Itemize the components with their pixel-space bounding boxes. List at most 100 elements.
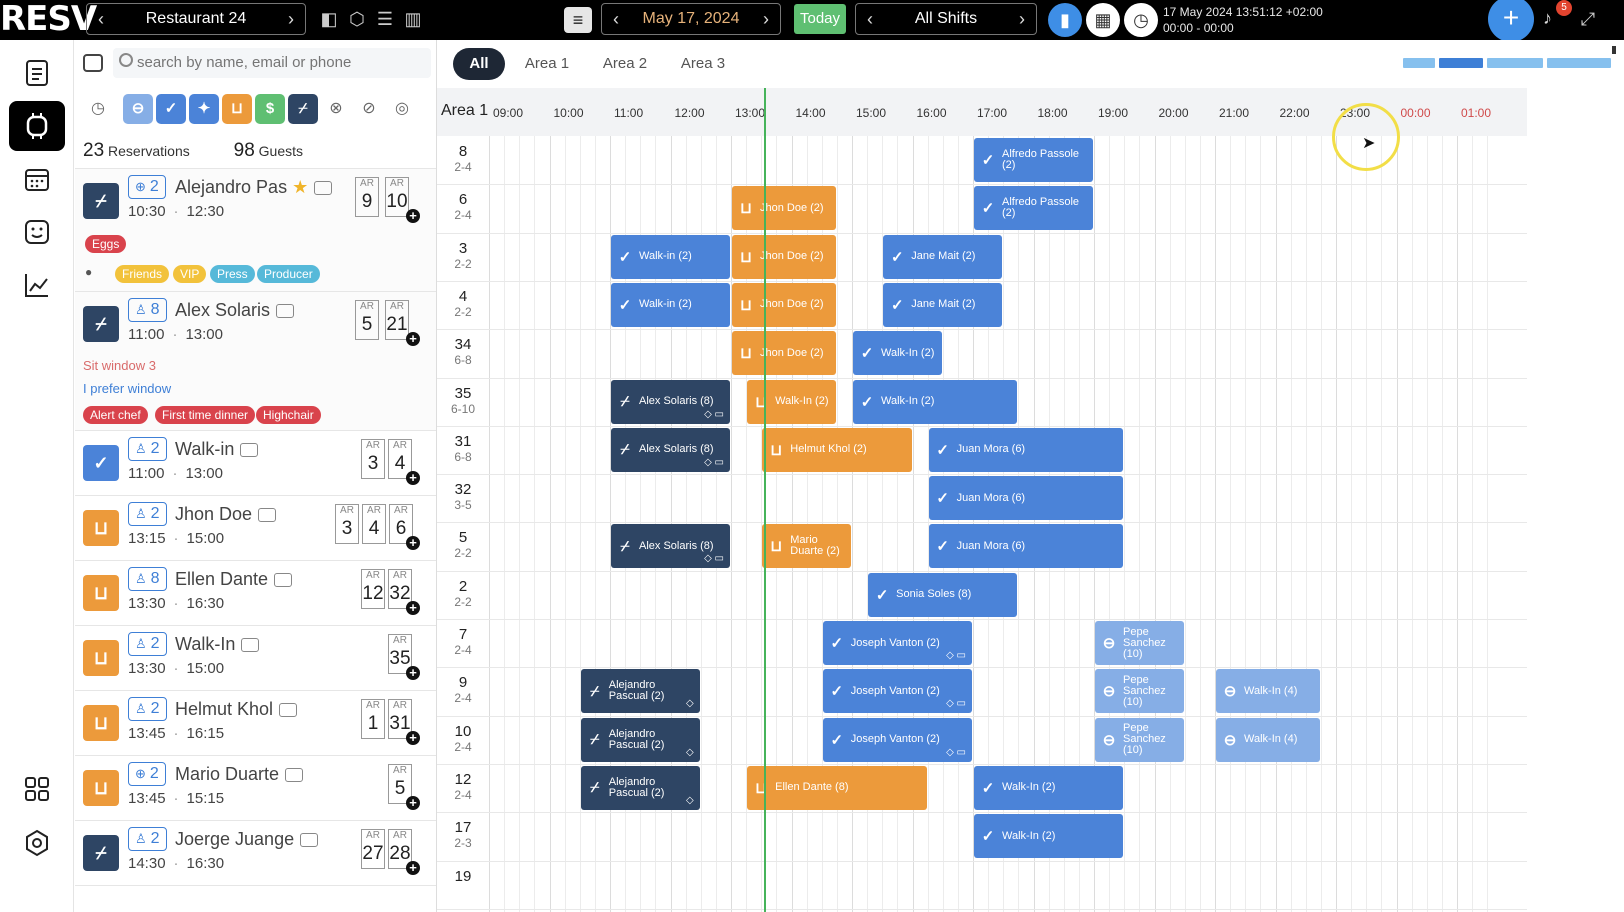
chat-icon[interactable]: ≡ xyxy=(564,7,592,33)
seated-filter-icon[interactable]: ⊔ xyxy=(222,94,252,124)
chevron-right-icon[interactable]: › xyxy=(287,8,294,29)
timeline-icon[interactable] xyxy=(9,101,65,151)
chevron-left-icon[interactable]: ‹ xyxy=(867,8,873,29)
seated-status-icon[interactable]: ⊔ xyxy=(83,705,119,741)
paid-filter-icon[interactable]: $ xyxy=(255,94,285,124)
booking-block[interactable]: ✓Jane Mait (2) xyxy=(883,234,1003,279)
guests-face-icon[interactable] xyxy=(9,207,65,257)
booking-block[interactable]: ⌿Alex Solaris (8)◇ ▭ xyxy=(611,524,730,569)
booking-block[interactable]: ✓Joseph Vanton (2)◇ ▭ xyxy=(822,717,972,762)
booking-block[interactable]: ⌿Alejandro Pascual (2)◇ xyxy=(580,669,700,714)
sidebar-toggle-icon[interactable]: ◧ xyxy=(320,9,338,29)
note-icon[interactable] xyxy=(276,304,295,319)
booking-block[interactable]: ✓Walk-in (2) xyxy=(611,282,730,327)
chevron-left-icon[interactable]: ‹ xyxy=(98,8,104,29)
note-icon[interactable] xyxy=(300,833,319,848)
booking-block[interactable]: ⊔Jhon Doe (2) xyxy=(732,331,836,376)
booking-block[interactable]: ⊔Ellen Dante (8) xyxy=(747,765,927,810)
seated-status-icon[interactable]: ⊔ xyxy=(83,575,119,611)
chevron-left-icon[interactable]: ‹ xyxy=(613,8,619,29)
shift-selector[interactable]: ‹ All Shifts › xyxy=(855,3,1037,35)
date-selector[interactable]: ‹ May 17, 2024 › xyxy=(601,3,781,35)
add-table-icon[interactable]: + xyxy=(406,332,420,346)
add-reservation-button[interactable]: + xyxy=(1488,0,1534,42)
list-view-icon[interactable]: ☰ xyxy=(376,9,394,29)
reservation-card[interactable] xyxy=(75,885,436,912)
add-table-icon[interactable]: + xyxy=(406,861,420,875)
tab-all[interactable]: All xyxy=(453,48,505,80)
note-icon[interactable] xyxy=(241,638,260,653)
booking-block[interactable]: ✓Juan Mora (6) xyxy=(928,427,1124,472)
add-table-icon[interactable]: + xyxy=(406,471,420,485)
calendar-icon[interactable] xyxy=(9,154,65,204)
add-table-icon[interactable]: + xyxy=(406,731,420,745)
booking-block[interactable]: ⊔Helmut Khol (2) xyxy=(762,427,912,472)
timeline-view-icon[interactable]: ▥ xyxy=(404,9,422,29)
seated-status-icon[interactable]: ⊔ xyxy=(83,640,119,676)
booking-block[interactable]: ✓Sonia Soles (8) xyxy=(868,572,1018,617)
reservations-list-icon[interactable] xyxy=(9,48,65,98)
analytics-icon[interactable] xyxy=(9,260,65,310)
add-table-icon[interactable]: + xyxy=(406,796,420,810)
note-icon[interactable] xyxy=(240,443,259,458)
confirmed-filter-icon[interactable]: ✓ xyxy=(156,94,186,124)
booking-block[interactable]: ⌿Alejandro Pascual (2)◇ xyxy=(580,765,700,810)
note-icon[interactable] xyxy=(279,703,298,718)
note-icon[interactable] xyxy=(314,181,333,196)
add-table-icon[interactable]: + xyxy=(406,666,420,680)
tab-area-2[interactable]: Area 2 xyxy=(602,55,648,72)
booking-block[interactable]: ⊖Walk-In (4) xyxy=(1216,669,1320,714)
hidden-filter-icon[interactable]: ◎ xyxy=(395,100,409,117)
booking-block[interactable]: ⌿Alex Solaris (8)◇ ▭ xyxy=(611,427,730,472)
table-view-icon[interactable]: ⬡ xyxy=(349,9,365,29)
booking-block[interactable]: ✓Alfredo Passole (2) xyxy=(974,138,1093,182)
add-table-icon[interactable]: + xyxy=(406,209,420,223)
stats-icon[interactable]: ▮ xyxy=(1048,3,1082,37)
today-button[interactable]: Today xyxy=(794,4,846,34)
booking-block[interactable]: ⊖Pepe Sanchez (10) xyxy=(1095,717,1184,762)
cancelled-filter-icon[interactable]: ⊗ xyxy=(329,100,343,117)
noshow-filter-icon[interactable]: ⊘ xyxy=(362,100,376,117)
booking-block[interactable]: ✓Walk-In (2) xyxy=(853,379,1018,424)
table-row-label[interactable]: 19 xyxy=(437,868,489,885)
booking-block[interactable]: ✓Walk-In (2) xyxy=(853,331,942,376)
booking-block[interactable]: ⌿Alex Solaris (8)◇ ▭ xyxy=(611,379,730,424)
fullscreen-icon[interactable]: ⤢ xyxy=(1580,9,1596,29)
tables-grid-icon[interactable] xyxy=(9,764,65,814)
search-input[interactable] xyxy=(113,48,431,78)
finished-status-icon[interactable]: ⌿ xyxy=(83,835,119,871)
booking-block[interactable]: ⊔Jhon Doe (2) xyxy=(732,282,836,327)
arrived-filter-icon[interactable]: ✦ xyxy=(189,94,219,124)
booking-block[interactable]: ⊔Jhon Doe (2) xyxy=(732,186,836,231)
booking-block[interactable]: ⊖Pepe Sanchez (10) xyxy=(1095,669,1184,714)
finished-status-icon[interactable]: ⌿ xyxy=(83,306,119,342)
settings-icon[interactable] xyxy=(9,818,65,868)
booking-block[interactable]: ✓Walk-In (2) xyxy=(974,814,1124,859)
booking-block[interactable]: ✓Alfredo Passole (2) xyxy=(974,186,1093,231)
floorplan-icon[interactable]: ▦ xyxy=(1086,3,1120,37)
booking-block[interactable]: ✓Walk-in (2) xyxy=(611,234,730,279)
clock-filter-icon[interactable]: ◷ xyxy=(91,100,105,117)
tab-area-1[interactable]: Area 1 xyxy=(524,55,570,72)
booking-block[interactable]: ⊖Pepe Sanchez (10) xyxy=(1095,621,1184,665)
